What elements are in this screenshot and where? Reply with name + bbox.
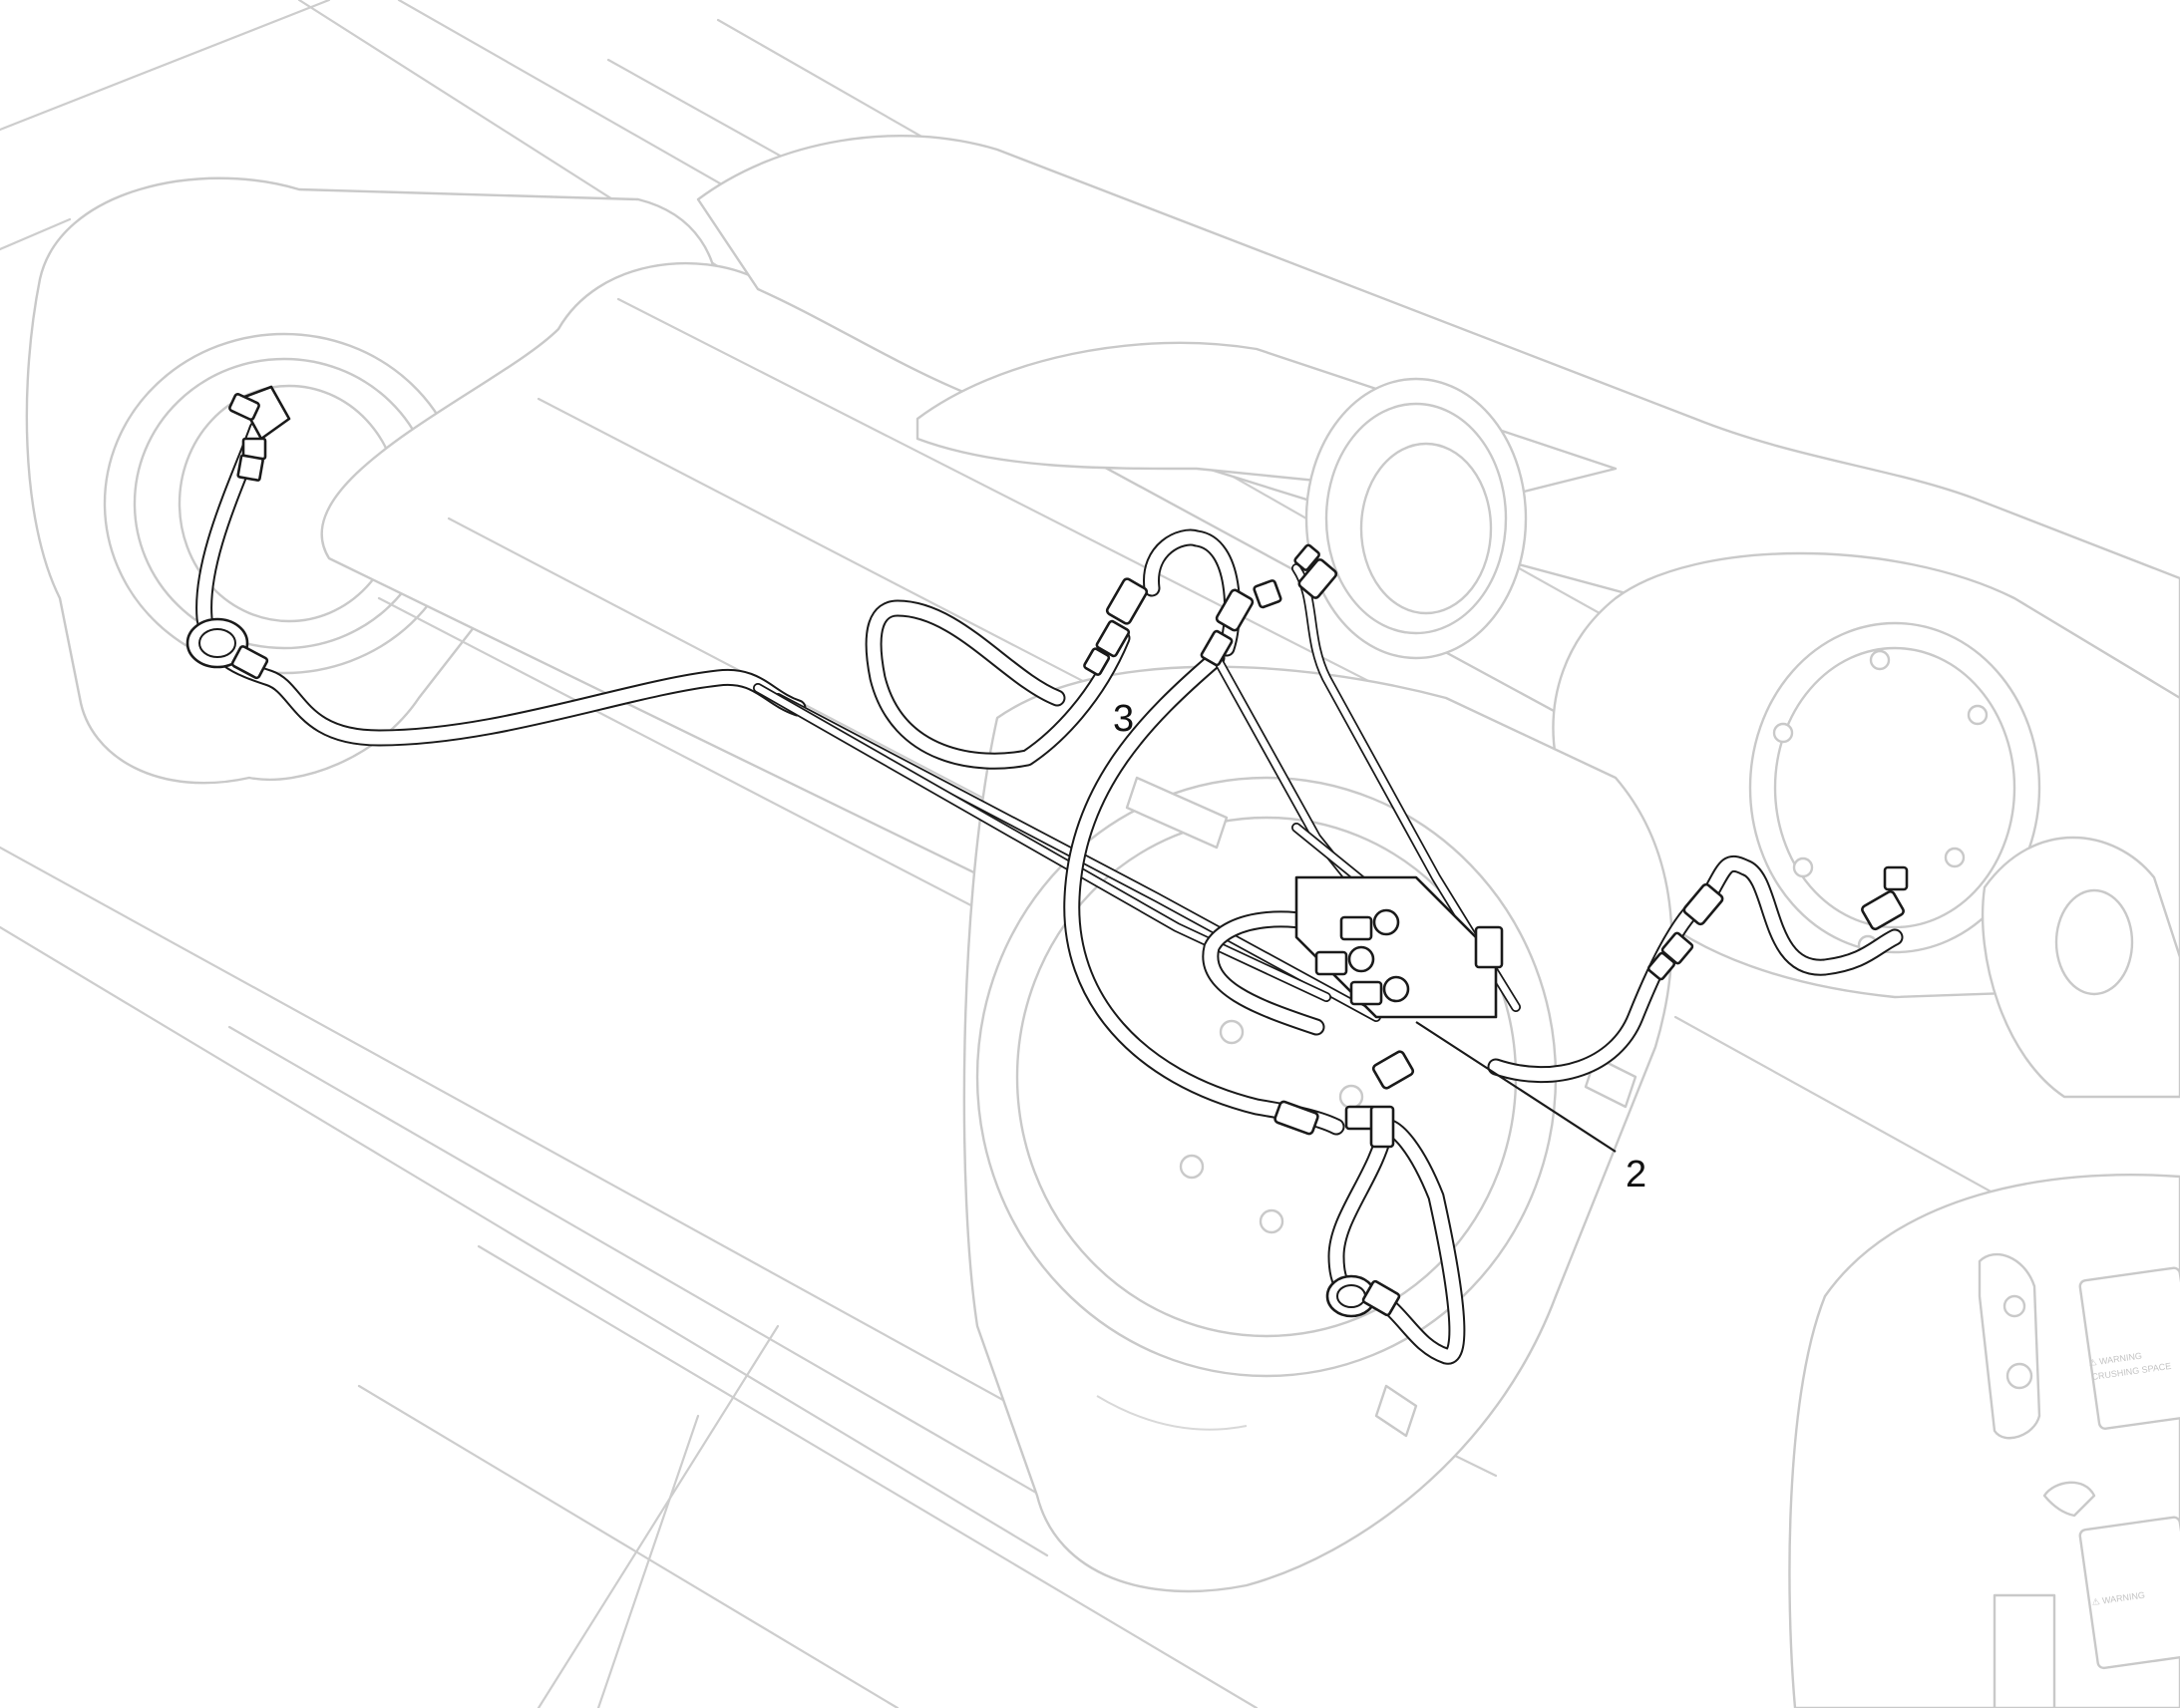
lower-center-boss — [962, 665, 1673, 1593]
hose-big-arc — [1063, 649, 1345, 1136]
fittings — [185, 385, 1909, 1318]
fitting-right — [1646, 865, 1909, 981]
pipe-long-diagonal — [753, 683, 1381, 1022]
callout-2: 2 — [1415, 1021, 1646, 1196]
callout-3: 3 — [1113, 698, 1134, 740]
callout-2-label: 2 — [1626, 1154, 1646, 1196]
manifold-block — [1294, 875, 1504, 1019]
hose-lower-v — [1327, 1118, 1466, 1365]
callout-2-leader — [1415, 1021, 1617, 1153]
fitting-left-elbow — [185, 385, 291, 680]
fitting-group-3 — [1083, 543, 1338, 676]
callouts: 3 2 — [1113, 698, 1646, 1196]
fitting-lower-manifold — [1273, 1050, 1415, 1318]
hose-left — [195, 420, 807, 747]
lower-right-plate: ⚠ WARNING CRUSHING SPACE ⚠ WARNING — [1788, 1174, 2180, 1708]
callout-3-label: 3 — [1113, 698, 1134, 740]
